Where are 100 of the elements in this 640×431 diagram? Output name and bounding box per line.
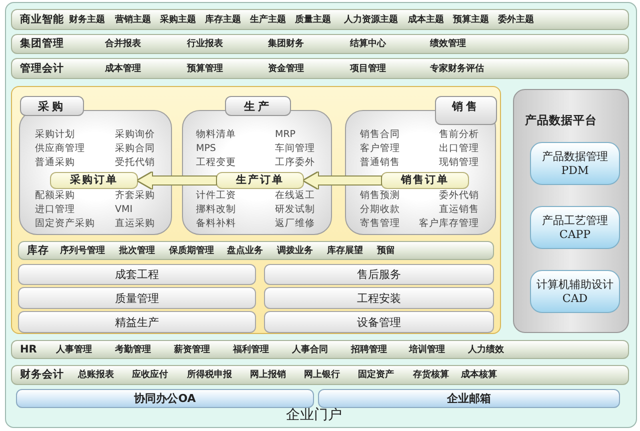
function-label: 成套工程 xyxy=(115,268,159,281)
function-label: 设备管理 xyxy=(357,316,401,328)
layer-band xyxy=(11,58,629,79)
module-tab: 生产 xyxy=(225,96,291,116)
feature-label: 客户库存管理 xyxy=(419,218,479,230)
order-label: 销售订单 xyxy=(401,174,449,187)
feature-label: 绩效管理 xyxy=(430,38,466,50)
feature-label: 委外主题 xyxy=(498,14,534,26)
feature-label: 预算主题 xyxy=(453,14,489,26)
order-label: 采购订单 xyxy=(70,174,118,187)
function-box xyxy=(18,311,256,333)
system-name: 产品工艺管理 xyxy=(542,214,608,228)
layer-band xyxy=(18,241,494,260)
feature-label: 专家财务评估 xyxy=(430,62,484,74)
feature-label: 计件工资 xyxy=(196,190,236,202)
feature-label: 现销管理 xyxy=(439,157,479,169)
function-label: 工程安装 xyxy=(357,292,401,304)
service-label: 协同办公OA xyxy=(134,392,196,405)
feature-label: 预留 xyxy=(377,244,395,256)
feature-label: 齐套采购 xyxy=(115,190,155,202)
feature-label: 序列号管理 xyxy=(60,244,105,256)
band-heading: HR xyxy=(20,343,37,356)
feature-label: 应收应付 xyxy=(132,369,168,381)
system-abbreviation: CAD xyxy=(562,292,588,306)
service-box xyxy=(318,389,620,408)
feature-label: 直运销售 xyxy=(439,204,479,216)
order-box xyxy=(216,172,304,189)
feature-label: 库存主题 xyxy=(205,14,241,26)
feature-label: 销售合同 xyxy=(360,129,400,141)
function-box xyxy=(18,287,256,309)
feature-label: MRP xyxy=(275,129,296,141)
feature-label: 分期收款 xyxy=(360,204,400,216)
block-arrow xyxy=(138,172,216,188)
feature-label: 成本主题 xyxy=(408,14,444,26)
portal-container xyxy=(5,2,637,428)
feature-label: 质量主题 xyxy=(295,14,331,26)
band-heading: 商业智能 xyxy=(20,13,64,26)
feature-label: 薪资管理 xyxy=(174,344,210,356)
order-label: 生产订单 xyxy=(236,174,284,187)
block-arrow xyxy=(304,172,381,188)
feature-label: 挪料改制 xyxy=(196,204,236,216)
feature-label: MPS xyxy=(196,143,216,155)
system-box xyxy=(530,142,620,185)
band-heading: 财务会计 xyxy=(20,368,64,382)
feature-label: 返厂维修 xyxy=(275,218,315,230)
system-box xyxy=(530,270,620,313)
feature-label: 采购主题 xyxy=(160,14,196,26)
feature-label: 集团财务 xyxy=(268,38,304,50)
feature-label: 资金管理 xyxy=(268,62,304,74)
order-box xyxy=(381,172,469,189)
feature-label: 人力绩效 xyxy=(468,344,504,356)
feature-label: 营销主题 xyxy=(115,14,151,26)
feature-label: 工程变更 xyxy=(196,157,236,169)
feature-label: 受托代销 xyxy=(115,157,155,169)
system-name: 计算机辅助设计 xyxy=(536,278,614,292)
order-box xyxy=(50,172,138,189)
feature-label: 直运采购 xyxy=(115,218,155,230)
feature-label: 人事管理 xyxy=(56,344,92,356)
feature-label: 物料清单 xyxy=(196,129,236,141)
feature-label: 合并报表 xyxy=(105,38,141,50)
feature-label: 保质期管理 xyxy=(169,244,214,256)
feature-label: 进口管理 xyxy=(35,204,75,216)
feature-label: 供应商管理 xyxy=(35,143,85,155)
module-tab: 采购 xyxy=(20,96,84,116)
feature-label: 普通销售 xyxy=(360,157,400,169)
module-tab: 销售 xyxy=(435,96,497,125)
feature-label: 结算中心 xyxy=(350,38,386,50)
platform-heading: 产品数据平台 xyxy=(525,113,597,127)
feature-label: 固定资产采购 xyxy=(35,218,95,230)
function-box xyxy=(18,264,256,285)
feature-label: 考勤管理 xyxy=(115,344,151,356)
system-name: 产品数据管理 xyxy=(542,150,608,164)
portal-title: 企业门户 xyxy=(286,407,342,424)
feature-label: 行业报表 xyxy=(187,38,223,50)
feature-label: 备料补料 xyxy=(196,218,236,230)
feature-label: 总账报表 xyxy=(78,369,114,381)
function-label: 精益生产 xyxy=(115,316,159,328)
layer-band xyxy=(11,34,629,54)
service-box xyxy=(16,389,314,408)
feature-label: 人事合同 xyxy=(292,344,328,356)
feature-label: 采购计划 xyxy=(35,129,75,141)
feature-label: 成本管理 xyxy=(105,62,141,74)
module-area-panel xyxy=(11,86,501,334)
function-box xyxy=(264,264,494,285)
feature-label: 项目管理 xyxy=(350,62,386,74)
platform-panel xyxy=(513,89,629,333)
feature-label: 工序委外 xyxy=(275,157,315,169)
feature-label: 调拨业务 xyxy=(277,244,313,256)
feature-label: 采购合同 xyxy=(115,143,155,155)
band-heading: 库存 xyxy=(27,244,49,257)
feature-label: 培训管理 xyxy=(409,344,445,356)
feature-label: 委外代销 xyxy=(439,190,479,202)
feature-label: 福利管理 xyxy=(233,344,269,356)
feature-label: 招聘管理 xyxy=(351,344,387,356)
feature-label: 批次管理 xyxy=(119,244,155,256)
feature-label: 客户管理 xyxy=(360,143,400,155)
system-abbreviation: CAPP xyxy=(559,228,591,242)
feature-label: 出口管理 xyxy=(439,143,479,155)
feature-label: 采购询价 xyxy=(115,129,155,141)
system-abbreviation: PDM xyxy=(561,164,589,178)
